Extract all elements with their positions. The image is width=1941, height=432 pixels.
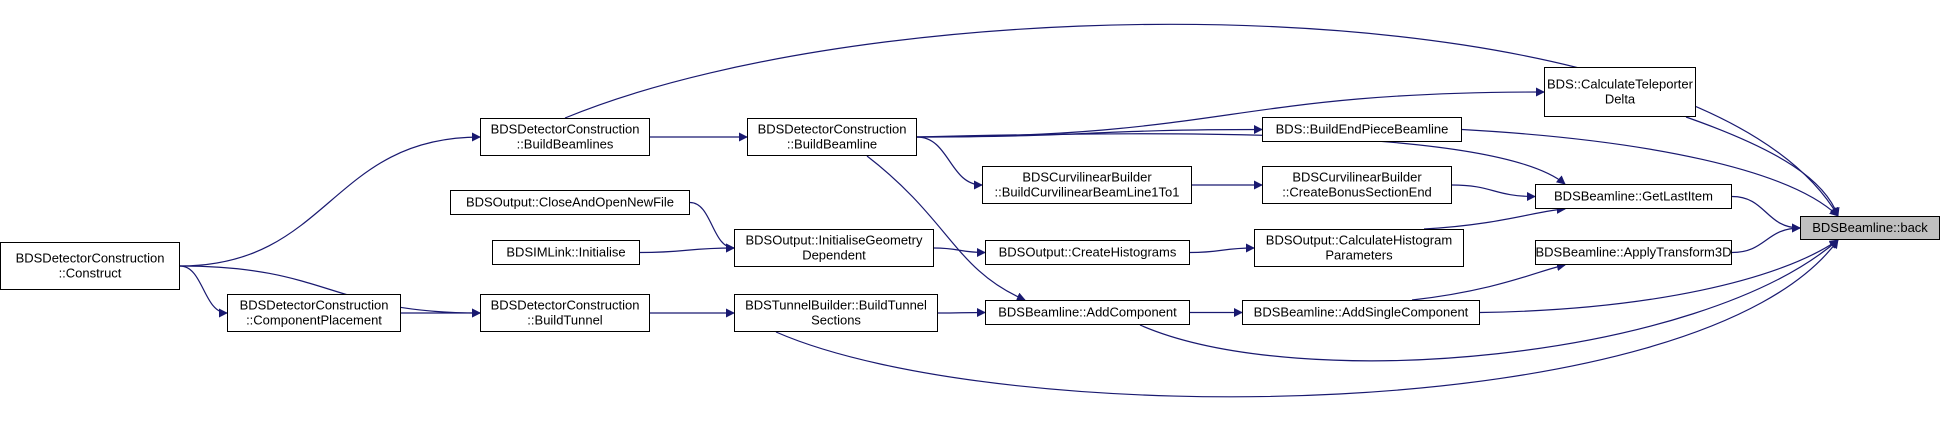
node-label: BDSDetectorConstruction: [758, 122, 907, 137]
node-buildBeamline[interactable]: BDSDetectorConstruction::BuildBeamline: [747, 118, 917, 156]
node-addSingle[interactable]: BDSBeamline::AddSingleComponent: [1242, 300, 1480, 325]
node-label: ::BuildTunnel: [527, 313, 603, 328]
node-back[interactable]: BDSBeamline::back: [1800, 216, 1940, 240]
edge-simlinkInit-to-initGeom: [639, 243, 735, 254]
node-box: [734, 294, 938, 332]
node-label: BDS::CalculateTeleporter: [1547, 77, 1694, 92]
edge-addSingle-to-applyTransform: [1411, 262, 1566, 301]
node-box: [1535, 184, 1732, 209]
node-label: BDSOutput::CalculateHistogram: [1266, 233, 1452, 248]
node-label: BDSBeamline::ApplyTransform3D: [1535, 245, 1731, 260]
node-buildTunnel[interactable]: BDSDetectorConstruction::BuildTunnel: [480, 294, 650, 332]
edge-construct-to-componentPlacement: [179, 265, 228, 318]
node-label: ::ComponentPlacement: [246, 313, 382, 328]
edge-tunnelSections-to-back: [775, 239, 1839, 398]
node-addComponent[interactable]: BDSBeamline::AddComponent: [985, 300, 1190, 325]
node-label: BDSBeamline::AddSingleComponent: [1254, 305, 1469, 320]
node-label: BDSCurvilinearBuilder: [1022, 170, 1152, 185]
node-label: BDSOutput::CreateHistograms: [999, 245, 1177, 260]
edge-buildBeamline-to-buildEndPiece: [916, 125, 1263, 138]
node-buildBeamlines[interactable]: BDSDetectorConstruction::BuildBeamlines: [480, 118, 650, 156]
edge-applyTransform-to-back: [1731, 223, 1801, 254]
node-label: BDSBeamline::GetLastItem: [1554, 189, 1713, 204]
node-box: [227, 294, 401, 332]
node-label: BDSDetectorConstruction: [16, 251, 165, 266]
node-getLastItem[interactable]: BDSBeamline::GetLastItem: [1535, 184, 1732, 209]
node-label: ::BuildCurvilinearBeamLine1To1: [995, 185, 1180, 200]
node-label: Parameters: [1325, 248, 1393, 263]
node-box: [450, 190, 690, 215]
node-buildEndPiece[interactable]: BDS::BuildEndPieceBeamline: [1262, 117, 1462, 142]
node-box: [1800, 216, 1940, 240]
node-componentPlacement[interactable]: BDSDetectorConstruction::ComponentPlacem…: [227, 294, 401, 332]
edges-layer: [179, 23, 1840, 398]
node-label: BDSOutput::CloseAndOpenNewFile: [466, 195, 674, 210]
edge-buildBeamlines-to-back: [564, 23, 1839, 217]
node-box: [982, 166, 1192, 204]
edge-bonusSection-to-getLastItem: [1451, 184, 1536, 201]
node-box: [1254, 229, 1464, 267]
node-label: BDSBeamline::AddComponent: [998, 305, 1177, 320]
node-createHisto[interactable]: BDSOutput::CreateHistograms: [985, 240, 1190, 265]
node-label: ::CreateBonusSectionEnd: [1282, 185, 1432, 200]
edge-addComponent-to-back: [1139, 239, 1839, 362]
node-label: Delta: [1605, 92, 1636, 107]
edge-buildEndPiece-to-back: [1461, 128, 1839, 217]
node-box: [1262, 117, 1462, 142]
node-simlinkInit[interactable]: BDSIMLink::Initialise: [492, 240, 640, 265]
edge-calcTeleporter-to-back: [1685, 116, 1840, 217]
edge-addSingle-to-back: [1479, 239, 1839, 314]
edge-initGeom-to-createHisto: [933, 247, 986, 257]
node-label: ::BuildBeamline: [787, 137, 877, 152]
node-box: [0, 242, 180, 290]
edge-buildBeamline-to-addComponent: [866, 155, 1026, 301]
nodes-layer: BDSBeamline::backBDSDetectorConstruction…: [0, 67, 1940, 332]
node-label: Dependent: [802, 248, 866, 263]
node-box: [480, 294, 650, 332]
node-label: BDSTunnelBuilder::BuildTunnel: [745, 298, 927, 313]
node-label: ::BuildBeamlines: [517, 137, 614, 152]
node-label: BDS::BuildEndPieceBeamline: [1276, 122, 1449, 137]
node-box: [985, 240, 1190, 265]
node-box: [1242, 300, 1480, 325]
node-label: BDSOutput::InitialiseGeometry: [745, 233, 923, 248]
node-box: [492, 240, 640, 265]
edge-calcHistoParams-to-getLastItem: [1423, 204, 1566, 230]
node-box: [1262, 166, 1452, 204]
node-label: BDSDetectorConstruction: [491, 122, 640, 137]
node-box: [1535, 240, 1732, 265]
edge-tunnelSections-to-addComponent: [937, 308, 986, 318]
node-curvBuild[interactable]: BDSCurvilinearBuilder::BuildCurvilinearB…: [982, 166, 1192, 204]
edge-construct-to-buildTunnel: [179, 265, 481, 318]
edge-createHisto-to-calcHistoParams: [1189, 243, 1255, 254]
node-closeAndOpen[interactable]: BDSOutput::CloseAndOpenNewFile: [450, 190, 690, 215]
node-bonusSection[interactable]: BDSCurvilinearBuilder::CreateBonusSectio…: [1262, 166, 1452, 204]
edge-getLastItem-to-back: [1731, 195, 1801, 233]
node-applyTransform[interactable]: BDSBeamline::ApplyTransform3D: [1535, 240, 1732, 265]
node-construct[interactable]: BDSDetectorConstruction::Construct: [0, 242, 180, 290]
node-box: [985, 300, 1190, 325]
edge-buildBeamline-to-curvBuild: [916, 136, 983, 190]
node-label: BDSCurvilinearBuilder: [1292, 170, 1422, 185]
node-box: [1544, 67, 1696, 117]
node-label: BDSDetectorConstruction: [491, 298, 640, 313]
edge-closeAndOpen-to-initGeom: [689, 201, 735, 253]
node-label: BDSIMLink::Initialise: [506, 245, 625, 260]
node-label: BDSDetectorConstruction: [240, 298, 389, 313]
node-box: [747, 118, 917, 156]
node-label: ::Construct: [59, 266, 122, 281]
edge-construct-to-buildBeamlines: [179, 132, 481, 267]
node-label: BDSBeamline::back: [1812, 220, 1928, 235]
node-box: [734, 229, 934, 267]
node-label: Sections: [811, 313, 861, 328]
node-box: [480, 118, 650, 156]
